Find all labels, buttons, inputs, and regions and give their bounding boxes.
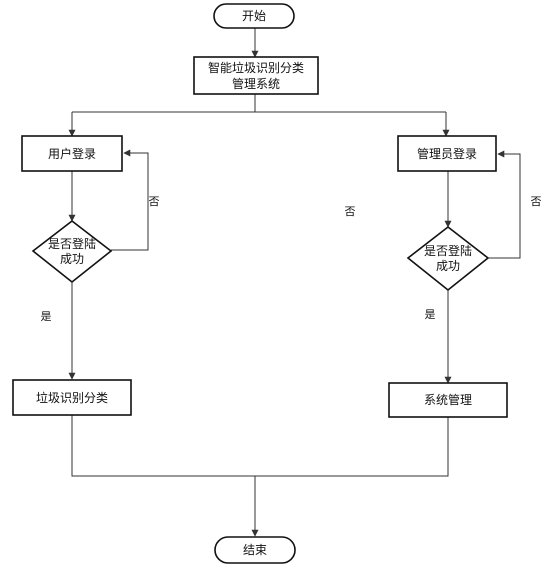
user-yes-label: 是 — [41, 310, 52, 323]
system-label-line2: 管理系统 — [232, 76, 280, 91]
connector-user-to-end — [71, 415, 255, 477]
admin-decision-node: 是否登陆 成功 — [406, 225, 490, 292]
admin-decision-line2: 成功 — [436, 259, 460, 273]
user-function-label: 垃圾识别分类 — [36, 390, 108, 405]
start-node: 开始 — [213, 3, 295, 29]
user-decision-line2: 成功 — [60, 252, 84, 266]
connector-admin-retry — [488, 150, 521, 259]
user-no-label: 否 — [149, 195, 160, 208]
end-node: 结束 — [214, 536, 296, 564]
connectors — [68, 28, 521, 537]
system-label-line1: 智能垃圾识别分类 — [208, 60, 304, 75]
admin-no-label: 否 — [531, 195, 542, 208]
user-decision-line1: 是否登陆 — [48, 236, 96, 251]
connector-admin-to-end — [255, 417, 449, 477]
admin-login-node: 管理员登录 — [397, 135, 497, 172]
user-login-label: 用户登录 — [48, 146, 96, 161]
admin-function-node: 系统管理 — [388, 382, 508, 418]
admin-function-label: 系统管理 — [424, 392, 472, 407]
admin-yes-label: 是 — [425, 308, 436, 321]
connector-user-retry — [111, 149, 149, 251]
middle-no-label: 否 — [345, 205, 356, 218]
user-function-node: 垃圾识别分类 — [12, 379, 132, 416]
admin-decision-line1: 是否登陆 — [424, 243, 472, 258]
user-decision-node: 是否登陆 成功 — [31, 219, 113, 284]
admin-login-label: 管理员登录 — [417, 146, 477, 161]
user-login-node: 用户登录 — [21, 135, 123, 172]
start-label: 开始 — [242, 9, 266, 23]
end-label: 结束 — [243, 543, 267, 557]
system-node: 智能垃圾识别分类 管理系统 — [193, 56, 319, 95]
